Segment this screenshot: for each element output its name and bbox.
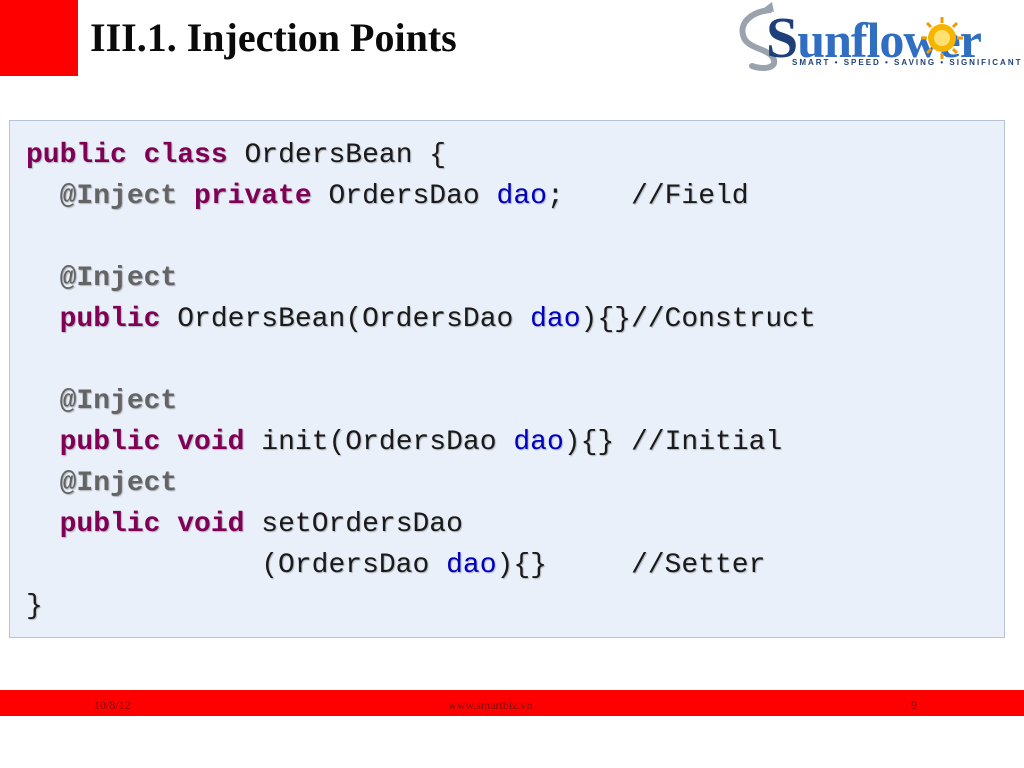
code-line-10: public void setOrdersDao <box>59 509 463 540</box>
slide-title: III.1. Injection Points <box>90 15 457 60</box>
code-line-1: public class OrdersBean { <box>26 140 447 171</box>
code-line-7: @Inject <box>59 386 178 417</box>
page-number: 9 <box>911 698 917 712</box>
code-line-11: (OrdersDao dao){} //Setter <box>261 550 766 581</box>
code-line-8: public void init(OrdersDao dao){} //Init… <box>59 427 783 458</box>
code-line-9: @Inject <box>59 468 178 499</box>
code-line-2: @Inject private OrdersDao dao; //Field <box>59 181 749 212</box>
code-line-4: @Inject <box>59 263 178 294</box>
logo-tagline: SMART • SPEED • SAVING • SIGNIFICANT <box>792 58 1023 67</box>
footer-url: www.smartbiz.vn <box>448 698 533 712</box>
dragon-emblem-icon <box>739 2 778 71</box>
logo-wordmark: Sunflower <box>766 5 982 70</box>
code-line-12: } <box>26 591 43 622</box>
code-listing: public class OrdersBean { @Inject privat… <box>26 135 816 627</box>
footer-bar <box>0 690 1024 716</box>
code-line-5: public OrdersBean(OrdersDao dao){}//Cons… <box>59 304 816 335</box>
header-red-block <box>0 0 78 76</box>
sunflower-icon <box>921 17 963 59</box>
code-block: public class OrdersBean { @Inject privat… <box>9 120 1005 638</box>
sunflower-logo: Sunflower SMART • SPEED • SAVING • SIGNI… <box>730 0 1023 76</box>
footer-date: 10/8/12 <box>94 698 131 712</box>
